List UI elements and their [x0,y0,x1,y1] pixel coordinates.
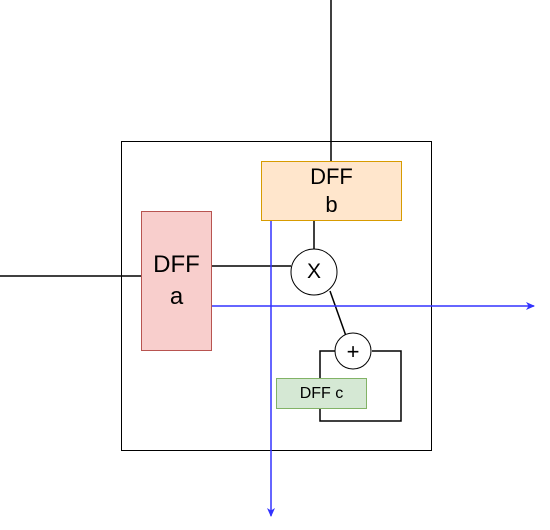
adder-node [334,332,372,370]
pe-frame [121,141,432,451]
dff-a-label-line1: DFF [153,251,200,278]
dff-b-label-line1: DFF [310,164,353,189]
add-symbol: + [346,339,360,364]
dff-a-label-line2: a [169,283,184,310]
dff-a-block: DFF a [141,211,212,351]
mul-to-add-wire [329,290,347,337]
dff-c-label: DFF c [299,384,344,402]
accumulator-loop-wire [319,350,402,422]
dff-c-block: DFF c [276,378,367,409]
multiply-symbol: X [306,260,321,283]
dff-b-label-line2: b [325,192,338,217]
multiplier-node [290,248,338,296]
dff-b-block: DFF b [261,161,402,221]
